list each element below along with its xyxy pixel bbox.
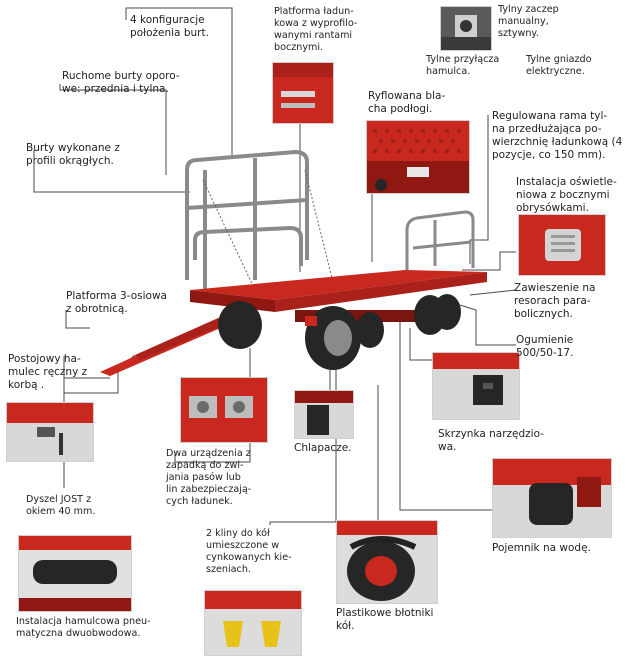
label-rear-hitch-manual: Tylny zaczep manualny, sztywny.: [498, 4, 559, 39]
label-tyres: Ogumienie 500/50-17.: [516, 334, 574, 359]
photo-plastic-fenders: [336, 520, 438, 604]
photo-toolbox: [432, 352, 520, 420]
label-ribbed-floor: Ryflowana bla- cha podłogi.: [368, 90, 446, 115]
label-pneumatic-brakes: Instalacja hamulcowa pneu- matyczna dwuo…: [16, 616, 151, 639]
photo-rear-hitch: [440, 6, 492, 51]
label-parabolic-suspension: Zawieszenie na resorach para- bolicznych…: [514, 282, 596, 320]
photo-pneumatic-brakes: [18, 535, 132, 612]
label-lighting: Instalacja oświetle- niowa z bocznymi ob…: [516, 176, 617, 214]
label-drawbar-jost: Dyszel JOST z okiem 40 mm.: [26, 494, 96, 517]
cargo-deck: [190, 270, 487, 300]
label-wheel-chocks: 2 kliny do kół umieszczone w cynkowanych…: [206, 528, 292, 575]
label-mudflaps: Chlapacze.: [294, 442, 352, 454]
photo-parking-brake: [6, 402, 94, 462]
label-strap-winches: Dwa urządzenia z zapadką do zwi- jania p…: [166, 448, 252, 507]
label-parking-brake: Postojowy ha- mulec ręczny z korbą .: [8, 353, 88, 391]
photo-water-tank: [492, 458, 612, 538]
label-movable-sides: Ruchome burty oporo- we: przednia i tyln…: [62, 70, 180, 95]
label-rear-brake-connector: Tylne przyłącza hamulca.: [426, 54, 500, 77]
photo-platform-sides: [272, 62, 334, 124]
label-burt-positions: 4 konfiguracje położenia burt.: [130, 14, 209, 39]
photo-strap-winches: [180, 377, 268, 443]
wheels: [218, 294, 461, 370]
label-platform-3axle: Platforma 3-osiowa z obrotnicą.: [66, 290, 167, 315]
rear-rack: [405, 210, 475, 270]
photo-lighting: [518, 214, 606, 276]
front-rack: [185, 149, 309, 290]
label-extension-frame: Regulowana rama tyl- na przedłużająca po…: [492, 110, 623, 161]
label-rear-electric-socket: Tylne gniazdo elektryczne.: [526, 54, 592, 77]
photo-wheel-chocks: [204, 590, 302, 656]
label-toolbox: Skrzynka narzędzio- wa.: [438, 428, 544, 453]
label-round-profile-sides: Burty wykonane z profili okrągłych.: [26, 142, 120, 167]
main-trailer-illustration: [100, 149, 487, 376]
label-plastic-fenders: Plastikowe błotniki kół.: [336, 607, 434, 632]
photo-ribbed-floor: [366, 120, 470, 194]
label-water-tank: Pojemnik na wodę.: [492, 542, 591, 554]
label-platform-sides: Platforma ładun- kowa z wyprofilo- wanym…: [274, 6, 358, 53]
photo-mudflaps: [294, 390, 354, 439]
